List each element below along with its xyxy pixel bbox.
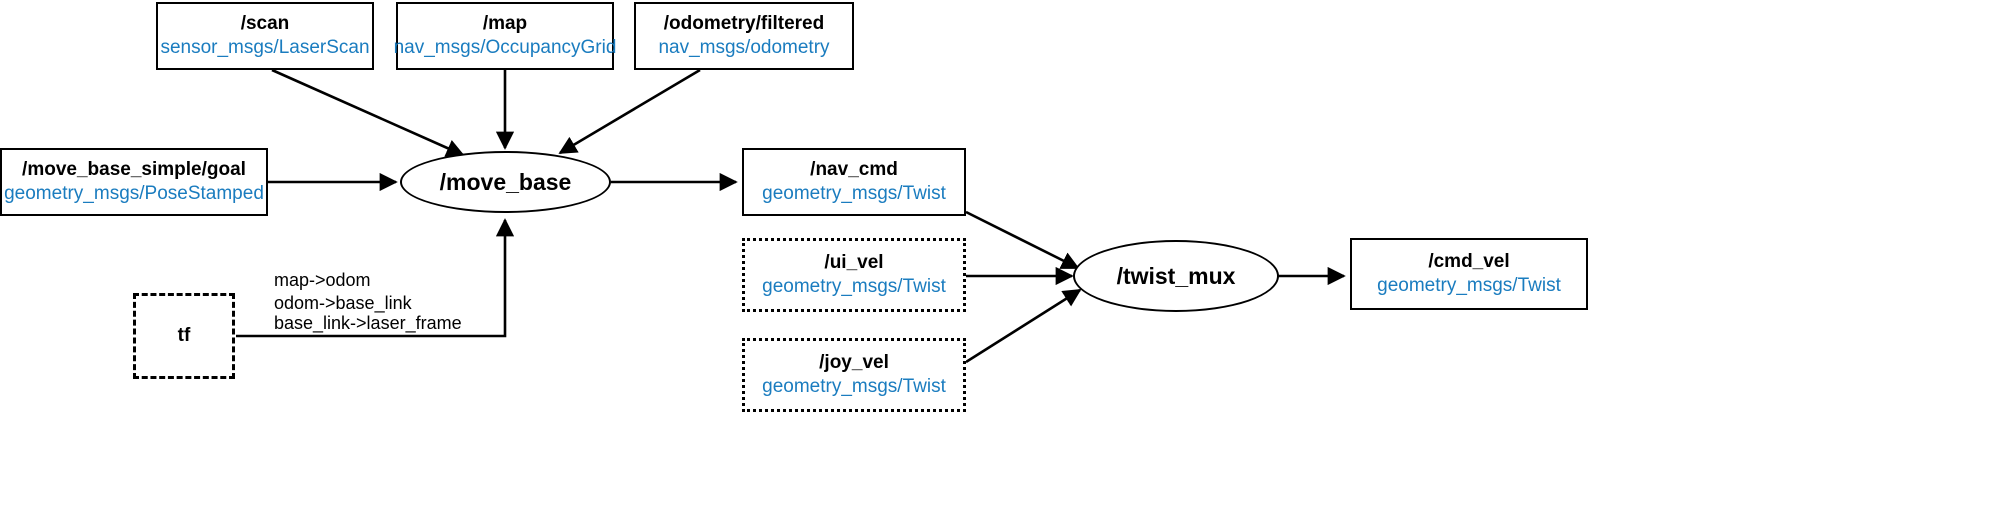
topic-type: nav_msgs/OccupancyGrid: [393, 37, 617, 58]
tf-transform-text: map->odom: [274, 270, 371, 290]
edge-nav-cmd-to-twist-mux: [965, 210, 1080, 270]
edge-joy-vel-to-twist-mux: [965, 288, 1082, 364]
topic-type: geometry_msgs/Twist: [1377, 275, 1561, 296]
topic-box-map[interactable]: /map nav_msgs/OccupancyGrid: [393, 2, 617, 70]
topic-type: sensor_msgs/LaserScan: [160, 37, 370, 58]
tf-transform-text: odom->base_link: [274, 293, 412, 313]
tf-transform-label-map-odom: map->odom: [274, 269, 371, 292]
node-label: /twist_mux: [1116, 262, 1236, 289]
tf-transform-label-odom-base-link: odom->base_link: [274, 292, 412, 315]
topic-box-scan[interactable]: /scan sensor_msgs/LaserScan: [156, 2, 374, 70]
topic-type: geometry_msgs/Twist: [762, 276, 946, 297]
topic-name: /map: [482, 12, 528, 34]
topic-box-joy-vel[interactable]: /joy_vel geometry_msgs/Twist: [742, 338, 966, 412]
topic-box-move-base-simple-goal[interactable]: /move_base_simple/goal geometry_msgs/Pos…: [0, 148, 268, 216]
topic-name: /cmd_vel: [1428, 250, 1510, 272]
node-move-base[interactable]: /move_base: [400, 151, 611, 213]
tf-label: tf: [177, 325, 191, 346]
topic-type: geometry_msgs/Twist: [762, 183, 946, 204]
topic-box-ui-vel[interactable]: /ui_vel geometry_msgs/Twist: [742, 238, 966, 312]
topic-type: geometry_msgs/PoseStamped: [4, 183, 264, 204]
edge-scan-to-move-base: [271, 68, 465, 157]
edge-odometry-to-move-base: [558, 68, 701, 155]
tf-transform-label-base-link-laser-frame: base_link->laser_frame: [274, 312, 462, 335]
topic-box-cmd-vel[interactable]: /cmd_vel geometry_msgs/Twist: [1350, 238, 1588, 310]
topic-name: /move_base_simple/goal: [22, 158, 246, 180]
topic-name: /joy_vel: [819, 351, 889, 373]
tf-box[interactable]: tf: [133, 293, 235, 379]
topic-box-nav-cmd[interactable]: /nav_cmd geometry_msgs/Twist: [742, 148, 966, 216]
topic-box-odometry-filtered[interactable]: /odometry/filtered nav_msgs/odometry: [634, 2, 854, 70]
topic-name: /nav_cmd: [810, 158, 898, 180]
topic-name: /scan: [240, 12, 290, 34]
topic-name: /odometry/filtered: [663, 12, 825, 34]
topic-type: nav_msgs/odometry: [658, 37, 830, 58]
node-twist-mux[interactable]: /twist_mux: [1073, 240, 1279, 312]
node-label: /move_base: [439, 168, 572, 195]
topic-type: geometry_msgs/Twist: [762, 376, 946, 397]
topic-name: /ui_vel: [824, 251, 884, 273]
tf-transform-text: base_link->laser_frame: [274, 313, 462, 333]
